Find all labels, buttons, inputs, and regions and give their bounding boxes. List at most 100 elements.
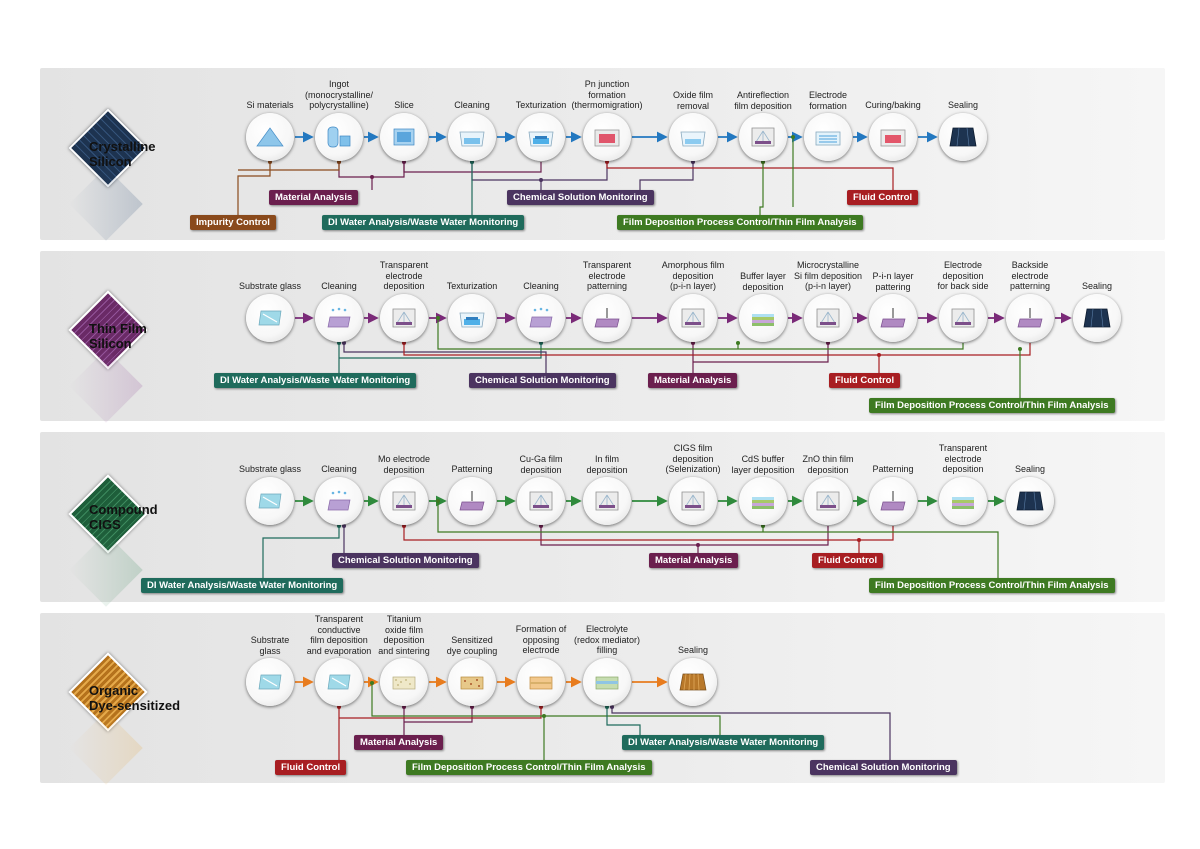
laser-patterning-icon <box>880 491 906 511</box>
process-step-node <box>448 113 496 161</box>
step-label: Cleaning <box>321 464 357 474</box>
texturization-bath-icon <box>459 312 485 328</box>
process-step-node <box>939 477 987 525</box>
laser-patterning-icon <box>1017 308 1043 328</box>
deposition-chamber-icon <box>529 491 553 511</box>
tag-material: Material Analysis <box>649 553 739 568</box>
process-step-node <box>583 477 631 525</box>
process-step-node <box>246 477 294 525</box>
process-step-node <box>246 294 294 342</box>
step-label: Cleaning <box>523 281 559 291</box>
slice-icon <box>393 128 415 146</box>
section-title-cigs: Compound CIGS <box>89 502 158 532</box>
tag-fluid: Fluid Control <box>812 553 884 568</box>
step-label: Transparent electrode patterning <box>582 260 632 291</box>
tag-diwater: DI Water Analysis/Waste Water Monitoring <box>322 215 525 230</box>
tag-impurity: Impurity Control <box>190 215 276 230</box>
process-step-node <box>448 294 496 342</box>
deposition-chamber-icon <box>681 308 705 328</box>
ingot-icon <box>327 126 351 148</box>
step-label: Buffer layer deposition <box>740 271 786 292</box>
process-step-node <box>517 658 565 706</box>
step-label: In film deposition <box>586 454 628 475</box>
si-powder-icon <box>256 127 284 147</box>
step-label: Ingot (monocrystalline/ polycrystalline) <box>304 79 374 110</box>
cleaning-bath-icon <box>459 131 485 147</box>
tag-diwater: DI Water Analysis/Waste Water Monitoring <box>622 735 825 750</box>
step-label: Sealing <box>1014 464 1046 474</box>
tag-fluid: Fluid Control <box>847 190 919 205</box>
process-step-node <box>739 294 787 342</box>
step-label: Sealing <box>677 645 709 655</box>
glass-substrate-icon <box>327 674 351 690</box>
tag-diwater: DI Water Analysis/Waste Water Monitoring <box>214 373 417 388</box>
tag-fluid: Fluid Control <box>829 373 901 388</box>
step-label: Electrode deposition for back side <box>937 260 989 291</box>
process-step-node <box>739 113 787 161</box>
step-label: Texturization <box>515 100 567 110</box>
step-label: Cleaning <box>321 281 357 291</box>
layer-stack-icon <box>752 497 774 509</box>
section-title-crystalline: Crystalline Silicon <box>89 139 156 169</box>
tag-film: Film Deposition Process Control/Thin Fil… <box>406 760 652 775</box>
step-label: Electrolyte (redox mediator) filling <box>573 624 641 655</box>
step-label: Substrate glass <box>238 464 302 474</box>
tag-chemical: Chemical Solution Monitoring <box>469 373 616 388</box>
deposition-chamber-icon <box>816 308 840 328</box>
step-label: Amorphous film deposition (p-i-n layer) <box>661 260 725 291</box>
process-step-node <box>669 658 717 706</box>
step-label: Patterning <box>872 464 914 474</box>
tag-chemical: Chemical Solution Monitoring <box>332 553 479 568</box>
tag-material: Material Analysis <box>269 190 359 205</box>
process-step-node <box>804 294 852 342</box>
process-step-node <box>583 113 631 161</box>
tag-film: Film Deposition Process Control/Thin Fil… <box>869 398 1115 413</box>
section-title-thinfilm: Thin Film Silicon <box>89 321 147 351</box>
step-label: Substrate glass <box>250 635 290 656</box>
step-label: Mo electrode deposition <box>377 454 431 475</box>
tag-material: Material Analysis <box>648 373 738 388</box>
step-label: Pn junction formation (thermomigration) <box>571 79 643 110</box>
laser-patterning-icon <box>459 491 485 511</box>
glass-substrate-icon <box>258 493 282 509</box>
process-step-node <box>246 113 294 161</box>
process-step-node <box>804 113 852 161</box>
etch-bath-icon <box>680 131 706 147</box>
sealed-cell-icon <box>679 673 707 691</box>
spray-cleaning-icon <box>529 307 553 328</box>
panel-icon <box>1016 491 1044 511</box>
step-label: P-i-n layer pattering <box>872 271 914 292</box>
process-step-node <box>939 113 987 161</box>
process-step-node <box>869 294 917 342</box>
panel-icon <box>949 127 977 147</box>
step-label: Transparent electrode deposition <box>938 443 988 474</box>
tag-chemical: Chemical Solution Monitoring <box>507 190 654 205</box>
process-step-node <box>669 294 717 342</box>
process-step-node <box>583 294 631 342</box>
step-label: Cleaning <box>454 100 490 110</box>
process-step-node <box>448 658 496 706</box>
step-label: Substrate glass <box>238 281 302 291</box>
step-label: Slice <box>394 100 414 110</box>
process-step-node <box>1006 294 1054 342</box>
step-label: CdS buffer layer deposition <box>731 454 795 475</box>
laser-patterning-icon <box>880 308 906 328</box>
glass-substrate-icon <box>258 310 282 326</box>
process-step-node <box>669 113 717 161</box>
step-label: Sealing <box>1081 281 1113 291</box>
process-step-node <box>869 113 917 161</box>
tag-film: Film Deposition Process Control/Thin Fil… <box>869 578 1115 593</box>
step-label: Cu-Ga film deposition <box>519 454 563 475</box>
dye-film-icon <box>460 676 484 690</box>
step-label: Si materials <box>246 100 294 110</box>
step-label: Curing/baking <box>865 100 921 110</box>
step-label: Formation of opposing electrode <box>515 624 567 655</box>
process-step-node <box>315 658 363 706</box>
spray-cleaning-icon <box>327 307 351 328</box>
furnace-icon <box>594 129 620 147</box>
deposition-chamber-icon <box>681 491 705 511</box>
tag-fluid: Fluid Control <box>275 760 347 775</box>
electrode-film-icon <box>529 676 553 690</box>
process-step-node <box>517 113 565 161</box>
step-label: Backside electrode patterning <box>1009 260 1051 291</box>
